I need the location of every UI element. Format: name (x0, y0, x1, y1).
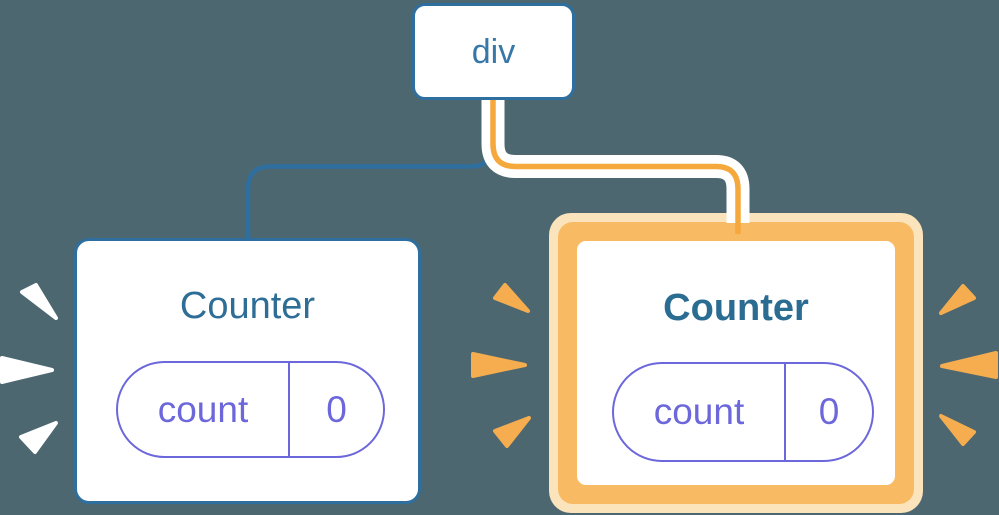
state-pill-right: count 0 (612, 362, 874, 462)
state-value-right: 0 (818, 391, 840, 432)
state-name-right: count (614, 364, 786, 460)
spark-rays-white-icon (0, 283, 58, 454)
spark-orange-left-middle-icon (471, 352, 527, 378)
counter-node-right-highlight-glow: Counter count 0 (549, 213, 923, 513)
root-node-label: div (471, 32, 516, 71)
state-pill-left: count 0 (116, 361, 385, 458)
counter-node-right-label: Counter (663, 287, 809, 329)
spark-white-top-icon (20, 283, 58, 320)
state-name-left: count (118, 363, 290, 456)
connector-root-to-left-counter (245, 94, 496, 242)
spark-white-bottom-icon (19, 421, 58, 454)
spark-rays-orange-left-icon (471, 283, 531, 448)
spark-orange-right-bottom-icon (939, 414, 976, 446)
counter-node-left: Counter count 0 (74, 238, 421, 504)
spark-orange-left-bottom-icon (493, 416, 531, 448)
spark-rays-orange-right-icon (939, 284, 998, 446)
root-node-div: div (412, 3, 575, 100)
state-value-left: 0 (326, 388, 347, 430)
spark-orange-left-top-icon (493, 283, 530, 313)
counter-node-right-highlight-ring: Counter count 0 (558, 222, 914, 504)
spark-orange-right-top-icon (939, 284, 976, 315)
connector-root-to-right-counter-casing (481, 94, 750, 223)
counter-node-right: Counter count 0 (577, 241, 895, 485)
counter-node-left-label: Counter (179, 285, 316, 327)
spark-orange-right-middle-icon (940, 351, 998, 379)
spark-white-middle-icon (0, 356, 54, 384)
